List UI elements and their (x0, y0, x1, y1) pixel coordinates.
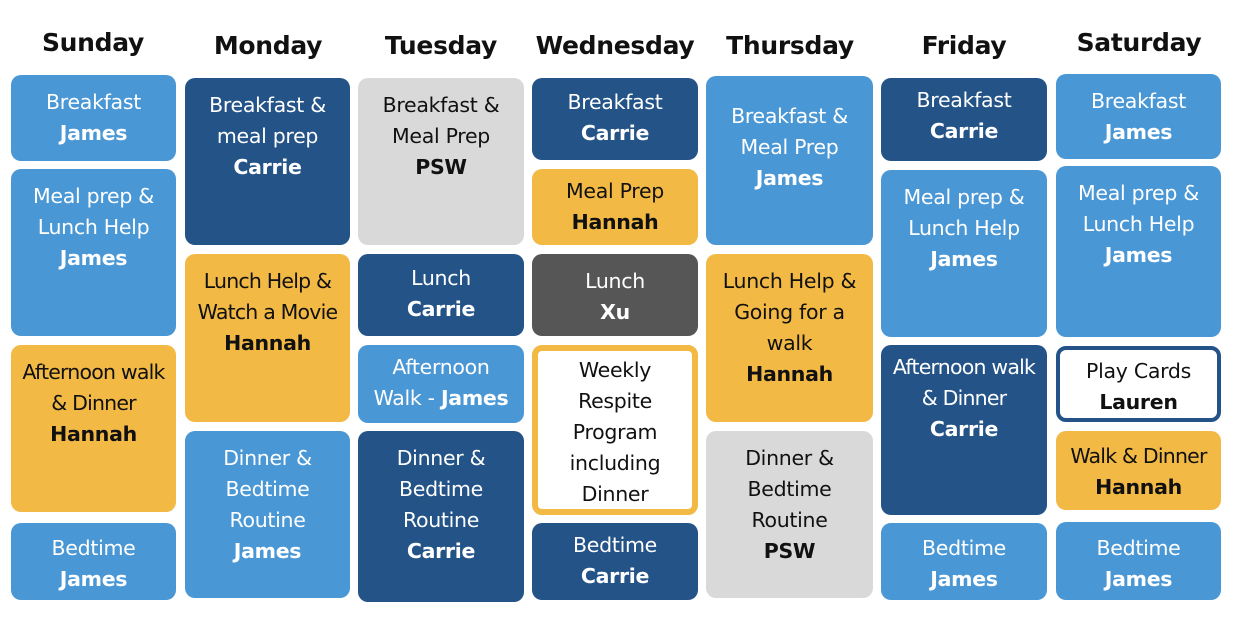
caregiver-name: James (440, 386, 509, 410)
caregiver-name: Hannah (746, 362, 833, 386)
caregiver-name: Hannah (571, 210, 659, 234)
activity-label: Breakfast & Meal Prep (382, 93, 500, 148)
day-header-saturday: Saturday (1076, 28, 1202, 57)
schedule-block-saturday-cards: Play Cards Lauren (1056, 346, 1221, 422)
schedule-block-wednesday-respite: Weekly Respite Program including Dinner (532, 345, 698, 515)
activity-label: Breakfast (916, 88, 1012, 112)
caregiver-name: Xu (600, 300, 630, 324)
schedule-block-saturday-bedtime: Bedtime James (1056, 522, 1221, 600)
caregiver-name: Hannah (50, 422, 137, 446)
activity-label: Weekly Respite Program including Dinner (569, 358, 661, 506)
activity-label: Walk & Dinner (1070, 444, 1207, 468)
schedule-block-wednesday-bedtime: Bedtime Carrie (532, 523, 698, 600)
caregiver-name: James (233, 539, 302, 563)
schedule-block-tuesday-lunch: Lunch Carrie (358, 254, 524, 336)
caregiver-name: James (59, 121, 128, 145)
activity-label: Breakfast & Meal Prep (731, 104, 848, 159)
schedule-block-sunday-dinner: Afternoon walk & Dinner Hannah (11, 345, 176, 512)
schedule-block-wednesday-breakfast: Breakfast Carrie (532, 78, 698, 160)
caregiver-name: PSW (763, 539, 816, 563)
schedule-block-saturday-dinner: Walk & Dinner Hannah (1056, 431, 1221, 510)
activity-label: Afternoon walk & Dinner (892, 355, 1036, 410)
caregiver-name: James (1104, 120, 1173, 144)
schedule-block-thursday-lunch: Lunch Help & Going for a walk Hannah (706, 254, 873, 422)
caregiver-name: James (930, 567, 998, 591)
activity-label: Bedtime (1096, 536, 1181, 560)
activity-label: Dinner & Bedtime Routine (223, 446, 312, 532)
activity-label: Afternoon Walk - (373, 355, 490, 410)
schedule-block-wednesday-mealprep: Meal Prep Hannah (532, 169, 698, 245)
caregiver-name: Carrie (233, 155, 302, 179)
activity-label: Bedtime (573, 533, 657, 557)
activity-label: Meal prep & Lunch Help (33, 184, 154, 239)
day-header-thursday: Thursday (726, 31, 854, 60)
schedule-block-monday-lunch: Lunch Help & Watch a Movie Hannah (185, 254, 350, 422)
caregiver-name: Hannah (1095, 475, 1182, 499)
schedule-block-saturday-breakfast: Breakfast James (1056, 74, 1221, 159)
day-header-tuesday: Tuesday (384, 31, 498, 60)
schedule-block-tuesday-breakfast: Breakfast & Meal Prep PSW (358, 78, 524, 245)
activity-label: Breakfast & meal prep (209, 93, 326, 148)
activity-label: Meal Prep (566, 179, 664, 203)
activity-label: Afternoon walk & Dinner (22, 360, 165, 415)
day-header-wednesday: Wednesday (535, 31, 695, 60)
activity-label: Meal prep & Lunch Help (903, 185, 1025, 240)
caregiver-name: Carrie (406, 297, 476, 321)
caregiver-name: Carrie (580, 564, 650, 588)
caregiver-name: James (755, 166, 824, 190)
schedule-block-monday-dinner: Dinner & Bedtime Routine James (185, 431, 350, 598)
schedule-block-friday-dinner: Afternoon walk & Dinner Carrie (881, 345, 1047, 515)
schedule-block-friday-breakfast: Breakfast Carrie (881, 78, 1047, 161)
activity-label: Lunch (585, 269, 645, 293)
caregiver-name: James (930, 247, 998, 271)
caregiver-name: Carrie (929, 417, 999, 441)
activity-label: Dinner & Bedtime Routine (745, 446, 834, 532)
caregiver-name: Carrie (929, 119, 999, 143)
schedule-block-friday-lunch: Meal prep & Lunch Help James (881, 170, 1047, 337)
caregiver-name: James (59, 246, 128, 270)
activity-label: Breakfast (46, 90, 141, 114)
caregiver-name: Hannah (224, 331, 311, 355)
day-header-sunday: Sunday (41, 28, 145, 57)
schedule-block-sunday-breakfast: Breakfast James (11, 75, 176, 161)
schedule-block-thursday-dinner: Dinner & Bedtime Routine PSW (706, 431, 873, 598)
activity-label: Breakfast (1091, 89, 1186, 113)
caregiver-name: Carrie (406, 539, 476, 563)
day-header-monday: Monday (213, 31, 323, 60)
schedule-block-tuesday-walk: Afternoon Walk - James (358, 345, 524, 423)
schedule-block-sunday-bedtime: Bedtime James (11, 523, 176, 600)
activity-label: Lunch Help & Going for a walk (722, 269, 857, 355)
activity-label: Play Cards (1086, 359, 1191, 383)
caregiver-name: Lauren (1099, 390, 1178, 414)
schedule-block-tuesday-dinner: Dinner & Bedtime Routine Carrie (358, 431, 524, 602)
schedule-block-saturday-lunch: Meal prep & Lunch Help James (1056, 166, 1221, 337)
caregiver-name: James (1104, 243, 1173, 267)
caregiver-name: PSW (415, 155, 467, 179)
schedule-block-friday-bedtime: Bedtime James (881, 523, 1047, 600)
activity-label: Bedtime (922, 536, 1006, 560)
schedule-block-thursday-breakfast: Breakfast & Meal Prep James (706, 76, 873, 245)
caregiver-name: James (1104, 567, 1173, 591)
activity-label: Bedtime (51, 536, 136, 560)
schedule-block-sunday-lunch: Meal prep & Lunch Help James (11, 169, 176, 336)
activity-label: Meal prep & Lunch Help (1078, 181, 1199, 236)
day-header-friday: Friday (921, 31, 1007, 60)
activity-label: Lunch Help & Watch a Movie (197, 269, 338, 324)
caregiver-name: Carrie (580, 121, 650, 145)
activity-label: Lunch (411, 266, 471, 290)
activity-label: Dinner & Bedtime Routine (396, 446, 486, 532)
schedule-block-monday-breakfast: Breakfast & meal prep Carrie (185, 78, 350, 245)
caregiver-name: James (59, 567, 128, 591)
activity-label: Breakfast (567, 90, 663, 114)
schedule-block-wednesday-lunch: Lunch Xu (532, 254, 698, 336)
